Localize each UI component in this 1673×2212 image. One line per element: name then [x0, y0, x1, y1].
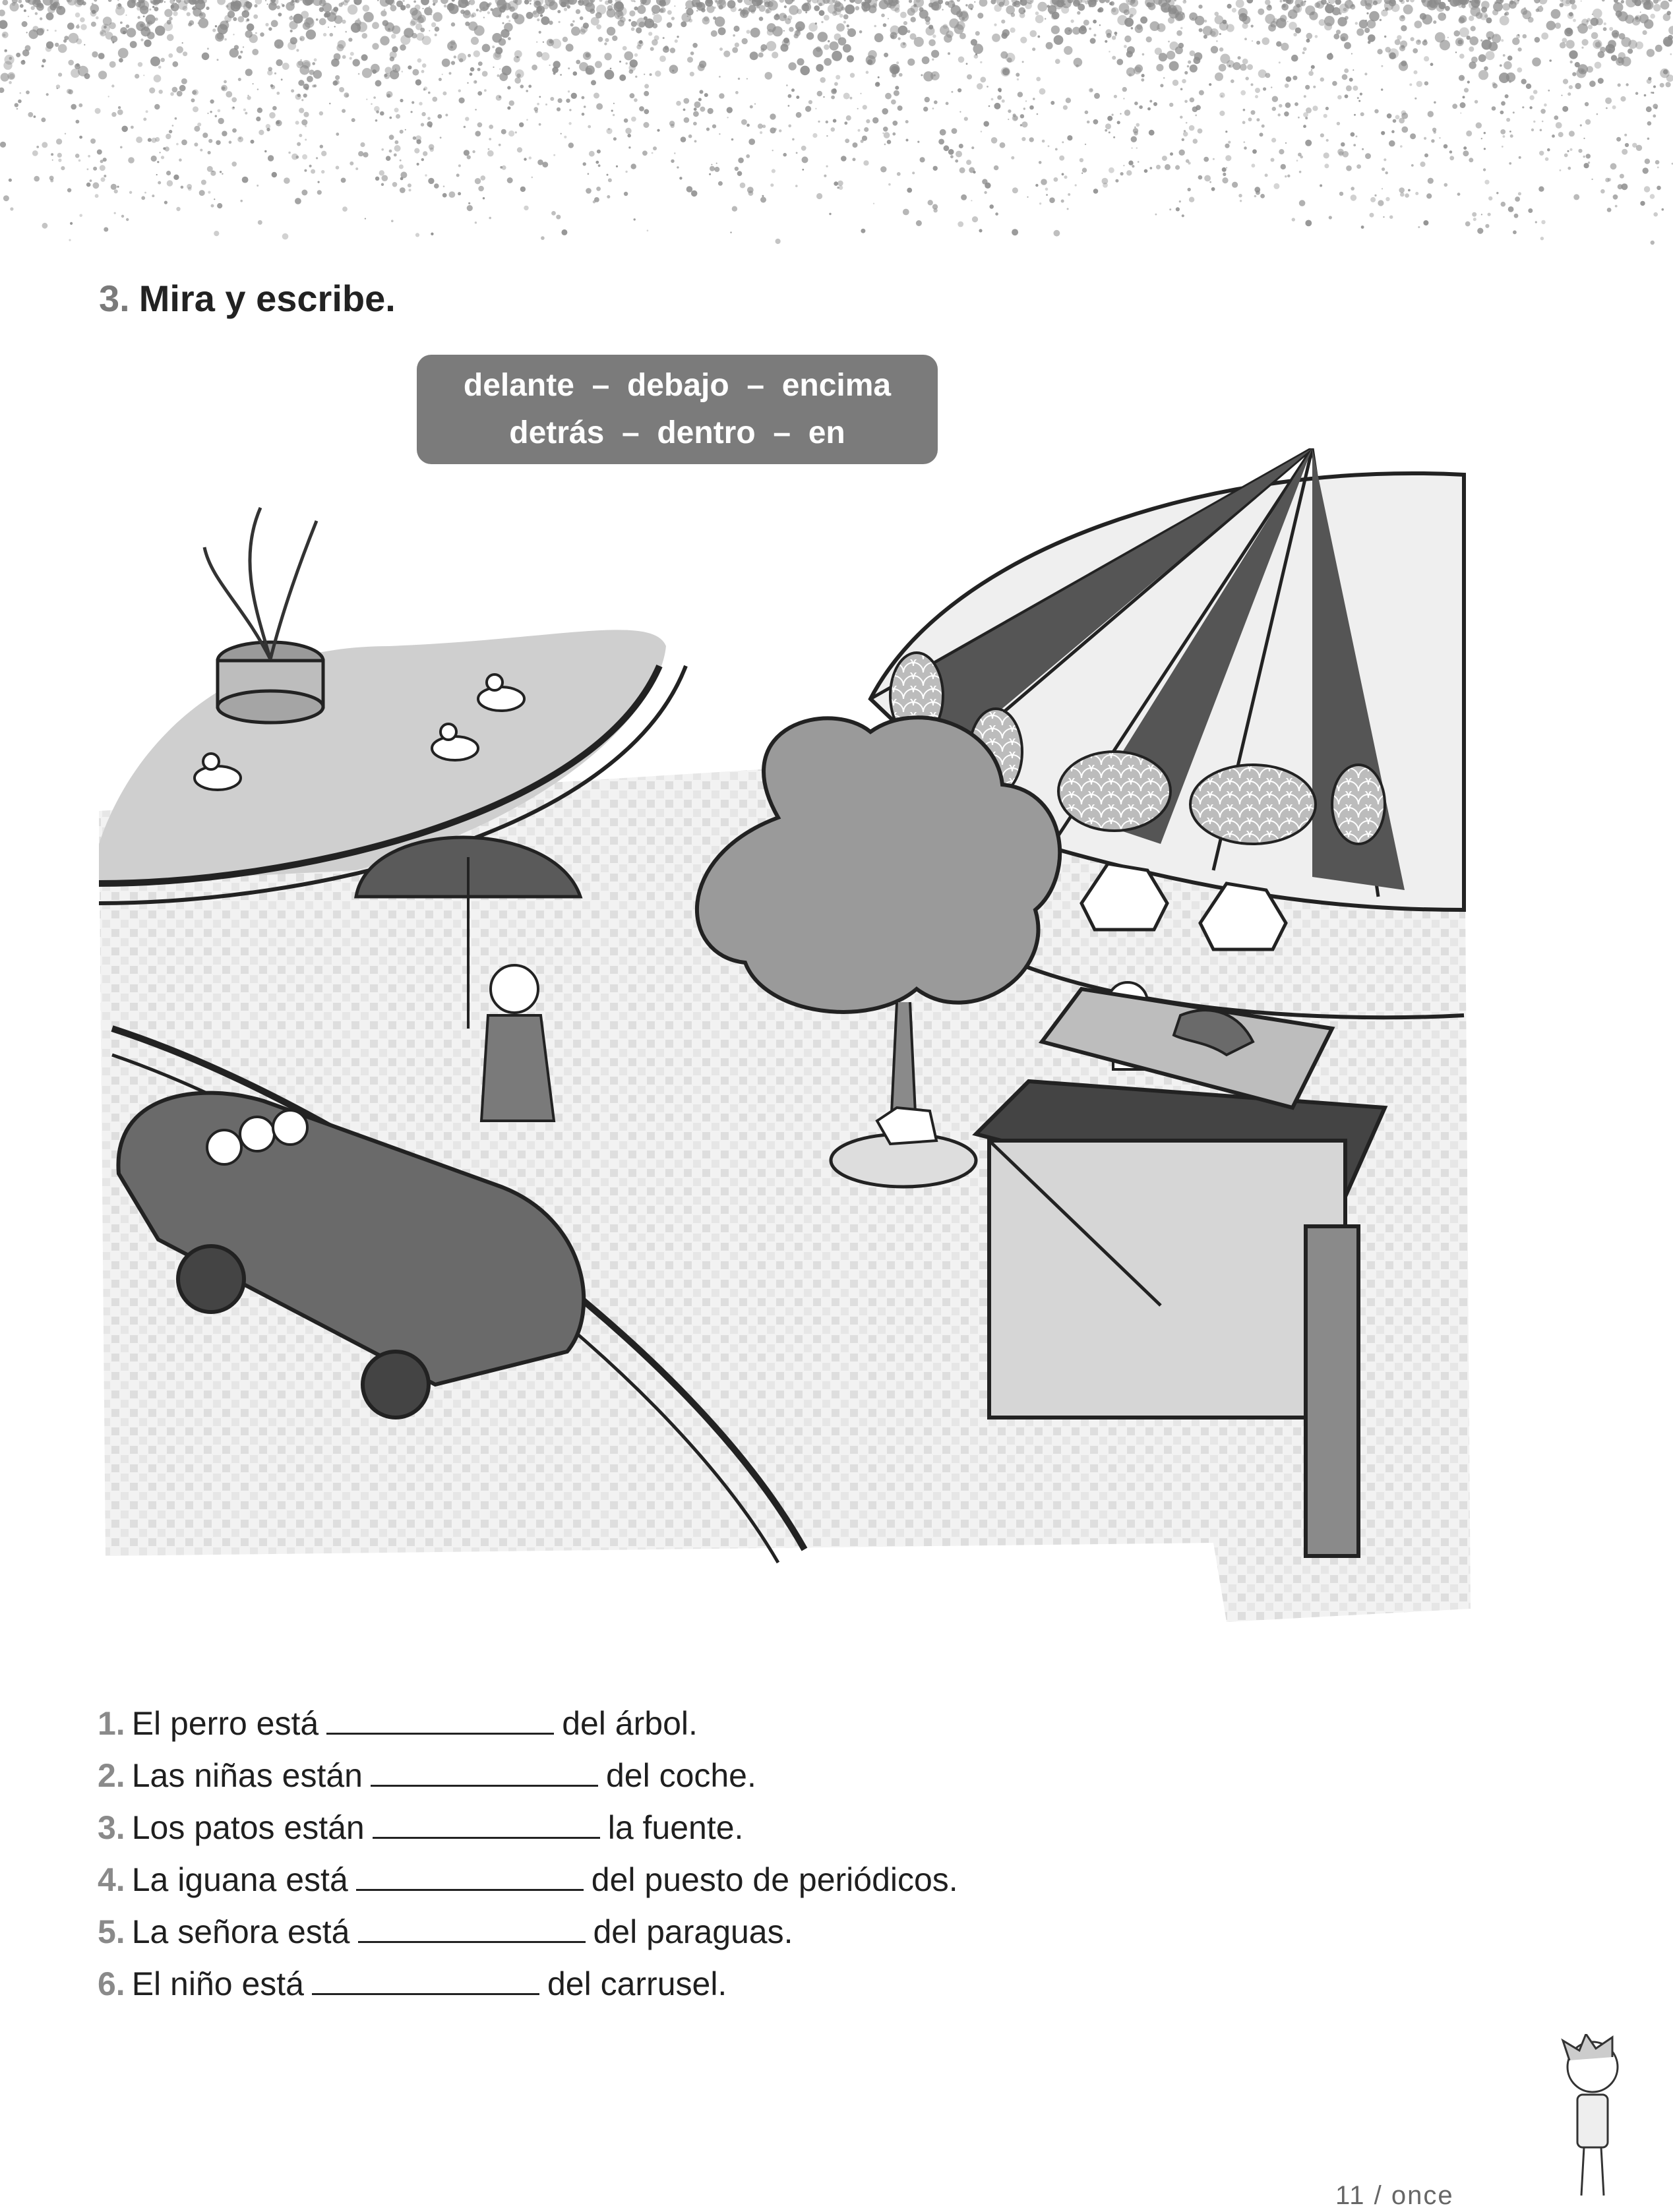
- carousel-horse-icon: [1080, 862, 1169, 932]
- duck-icon: [477, 673, 526, 712]
- splatter-header-decoration: [0, 0, 1673, 245]
- duck-icon: [431, 723, 479, 762]
- exercise-instruction: Mira y escribe.: [138, 278, 396, 319]
- dog-icon: [875, 1106, 938, 1146]
- sentence-text-before: Los patos están: [131, 1809, 365, 1846]
- sentence-text-after: del puesto de periódicos.: [591, 1861, 958, 1898]
- sentence-number: 1.: [98, 1705, 125, 1742]
- page-number: 11 / once: [1335, 2181, 1454, 2210]
- sentence-number: 2.: [98, 1757, 125, 1794]
- convertible-car: [116, 1091, 586, 1420]
- tree: [695, 715, 1062, 1189]
- sentence-text-after: del paraguas.: [593, 1913, 793, 1950]
- iguana-icon: [1172, 1009, 1255, 1057]
- sentence-text-before: La señora está: [131, 1913, 350, 1950]
- sentence-text-before: La iguana está: [131, 1861, 348, 1898]
- woman-with-umbrella: [354, 835, 583, 1122]
- sentence-text-before: Las niñas están: [131, 1757, 363, 1794]
- mascot-character-icon: [1561, 2034, 1619, 2196]
- sentence-6: 6.El niño está del carrusel.: [98, 1958, 958, 2010]
- sentence-text-before: El niño está: [131, 1965, 304, 2002]
- sentence-number: 6.: [98, 1965, 125, 2002]
- sentence-number: 5.: [98, 1913, 125, 1950]
- newspaper-kiosk: [972, 986, 1388, 1558]
- sentences-list: 1.El perro está del árbol. 2.Las niñas es…: [98, 1698, 958, 2010]
- exercise-number: 3.: [99, 278, 130, 319]
- sentence-5: 5.La señora está del paraguas.: [98, 1906, 958, 1958]
- sentence-1: 1.El perro está del árbol.: [98, 1698, 958, 1750]
- answer-blank[interactable]: [370, 1758, 598, 1787]
- sentence-number: 4.: [98, 1861, 125, 1898]
- sentence-text-after: del coche.: [605, 1757, 756, 1794]
- answer-blank[interactable]: [311, 1967, 539, 1995]
- carousel-horse-icon: [1198, 882, 1288, 951]
- sentence-text-after: del carrusel.: [547, 1965, 727, 2002]
- answer-blank[interactable]: [357, 1915, 586, 1943]
- exercise-title: 3.Mira y escribe.: [99, 277, 396, 320]
- sentence-text-before: El perro está: [131, 1705, 319, 1742]
- sentence-3: 3.Los patos están la fuente.: [98, 1802, 958, 1854]
- answer-blank[interactable]: [372, 1810, 600, 1839]
- answer-blank[interactable]: [326, 1706, 555, 1735]
- sentence-text-after: del árbol.: [562, 1705, 698, 1742]
- sentence-2: 2.Las niñas están del coche.: [98, 1750, 958, 1802]
- word-bank-line-1: delante – debajo – encima: [463, 368, 892, 403]
- sentence-number: 3.: [98, 1809, 125, 1846]
- sentence-text-after: la fuente.: [607, 1809, 744, 1846]
- answer-blank[interactable]: [355, 1863, 584, 1891]
- word-bank: delante – debajo – encima detrás – dentr…: [417, 355, 938, 464]
- sentence-4: 4.La iguana está del puesto de periódicos…: [98, 1854, 958, 1906]
- duck-icon: [193, 752, 242, 791]
- word-bank-line-2: detrás – dentro – en: [509, 415, 845, 450]
- park-scene-illustration: [98, 448, 1471, 1622]
